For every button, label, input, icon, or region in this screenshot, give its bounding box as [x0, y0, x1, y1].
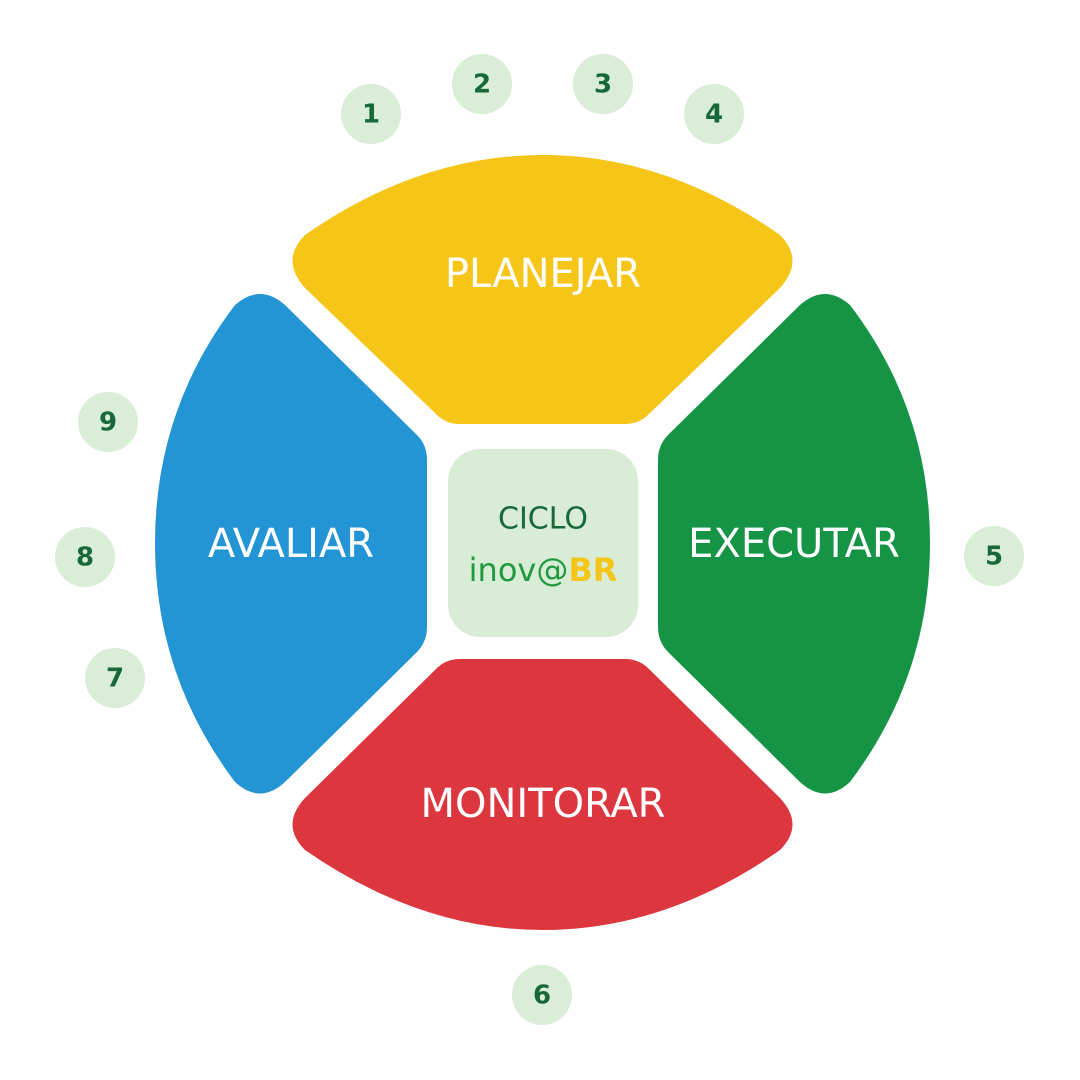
step-circle	[964, 526, 1024, 586]
label-avaliar: AVALIAR	[208, 521, 374, 567]
step-circle	[341, 84, 401, 144]
step-number: 3	[594, 70, 612, 100]
center-box	[448, 449, 638, 637]
step-number: 5	[985, 542, 1003, 572]
step-circle	[684, 84, 744, 144]
brand-logo: inov@BR	[469, 551, 618, 589]
step-circle	[573, 54, 633, 114]
label-executar: EXECUTAR	[688, 521, 900, 567]
step-circle	[78, 392, 138, 452]
step-marker-9: 9	[78, 392, 138, 452]
segment-executar	[658, 294, 930, 794]
label-monitorar: MONITORAR	[421, 781, 666, 827]
step-circle	[452, 54, 512, 114]
step-marker-5: 5	[964, 526, 1024, 586]
step-number: 9	[99, 408, 117, 438]
brand-part2: BR	[568, 551, 617, 589]
label-planejar: PLANEJAR	[445, 251, 641, 297]
segment-monitorar	[292, 659, 793, 930]
segment-avaliar	[155, 294, 427, 794]
step-marker-6: 6	[512, 965, 572, 1025]
step-marker-7: 7	[85, 648, 145, 708]
step-marker-2: 2	[452, 54, 512, 114]
segment-planejar	[292, 155, 793, 424]
step-circle	[85, 648, 145, 708]
step-circle	[55, 527, 115, 587]
step-number: 7	[106, 664, 124, 694]
step-number: 2	[473, 70, 491, 100]
step-marker-1: 1	[341, 84, 401, 144]
step-number: 8	[76, 543, 94, 573]
center-title: CICLO	[498, 502, 588, 537]
step-number: 4	[705, 100, 723, 130]
step-number: 1	[362, 100, 380, 130]
step-marker-8: 8	[55, 527, 115, 587]
step-number: 6	[533, 981, 551, 1011]
step-markers: 1 2 3 4 5 6 7 8 9	[55, 54, 1024, 1025]
brand-part1: inov@	[469, 551, 569, 589]
step-circle	[512, 965, 572, 1025]
step-marker-3: 3	[573, 54, 633, 114]
step-marker-4: 4	[684, 84, 744, 144]
